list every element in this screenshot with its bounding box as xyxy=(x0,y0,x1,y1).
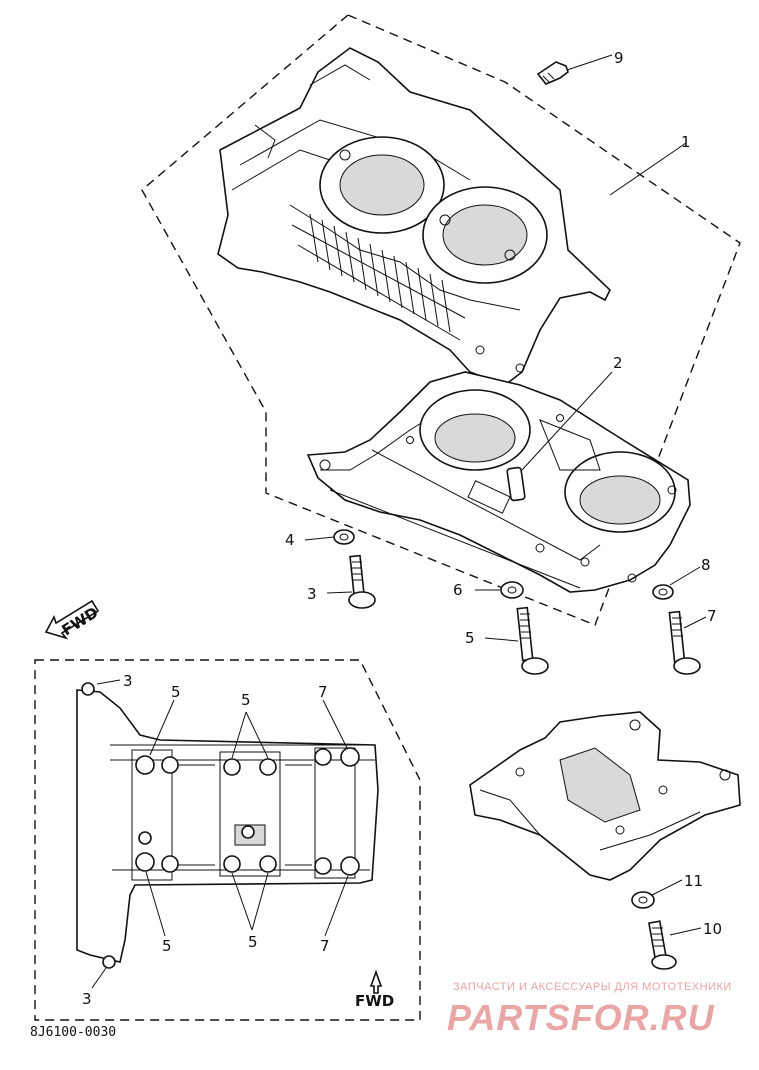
inset-callout-3-top: 3 xyxy=(123,672,133,690)
dowel-pin xyxy=(506,466,526,502)
inset-callout-3-bot: 3 xyxy=(82,990,92,1008)
washer-4 xyxy=(333,529,355,545)
washer-8 xyxy=(652,584,674,600)
callout-5: 5 xyxy=(465,629,475,647)
inset-callout-5-mid-bot: 5 xyxy=(248,933,258,951)
assembly-boundary xyxy=(141,14,741,626)
lower-crankcase xyxy=(306,371,691,593)
inset-callout-5-left-top: 5 xyxy=(171,683,181,701)
inset-panel xyxy=(34,659,421,1021)
mounting-bracket xyxy=(469,711,741,881)
callout-4: 4 xyxy=(285,531,295,549)
inset-callout-7-top: 7 xyxy=(318,683,328,701)
inset-leader-lines xyxy=(91,679,349,989)
fwd-arrow-inset xyxy=(369,969,383,994)
fwd-arrow-upper xyxy=(44,599,100,640)
callout-8: 8 xyxy=(701,556,711,574)
bolt-9 xyxy=(536,61,569,85)
washer-11 xyxy=(631,891,655,909)
bolt-3 xyxy=(348,554,376,609)
bolt-10 xyxy=(648,920,677,970)
fwd-label-inset: FWD xyxy=(355,992,394,1010)
callout-10: 10 xyxy=(703,920,722,938)
watermark-logo: PARTSFOR.RU xyxy=(447,997,715,1038)
watermark-tagline: ЗАПЧАСТИ И АКСЕССУАРЫ ДЛЯ МОТОТЕХНИКИ xyxy=(453,981,732,993)
bolt-7 xyxy=(668,610,701,675)
callout-1: 1 xyxy=(681,133,691,151)
bolt-5 xyxy=(516,606,549,675)
inset-callout-5-mid-top: 5 xyxy=(241,691,251,709)
leader-lines xyxy=(304,54,707,936)
upper-crankcase xyxy=(217,47,611,386)
callout-11: 11 xyxy=(684,872,703,890)
inset-callout-7-bot: 7 xyxy=(320,937,330,955)
drawing-code: 8J6100-0030 xyxy=(30,1025,116,1040)
inset-callout-5-left-bot: 5 xyxy=(162,937,172,955)
callout-6: 6 xyxy=(453,581,463,599)
callout-2: 2 xyxy=(613,354,623,372)
callout-9: 9 xyxy=(614,49,624,67)
inset-bolt-holes xyxy=(81,682,360,969)
washer-6 xyxy=(500,581,524,599)
callout-7: 7 xyxy=(707,607,717,625)
callout-3: 3 xyxy=(307,585,317,603)
